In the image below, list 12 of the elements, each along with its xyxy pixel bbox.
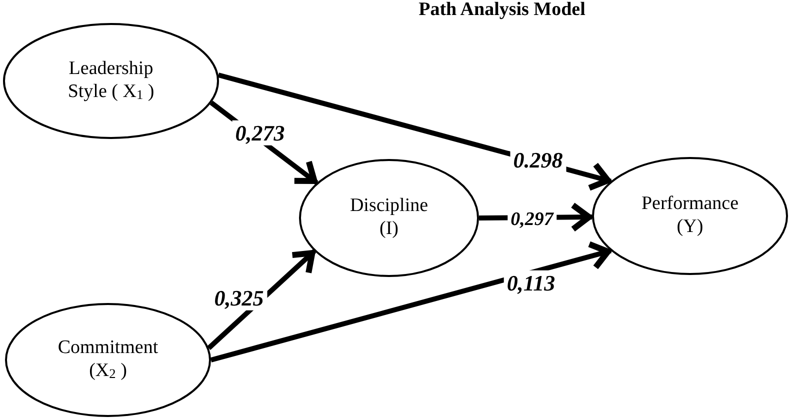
arrow bbox=[210, 241, 612, 362]
title: Path Analysis Model bbox=[418, 0, 586, 20]
ellipse-node bbox=[592, 157, 788, 275]
node-label: Discipline (I) bbox=[348, 195, 430, 241]
ellipse-node bbox=[5, 303, 211, 417]
node-label: Leadership Style ( X$_{1}$ ) bbox=[66, 58, 156, 104]
ellipse-node bbox=[3, 23, 219, 139]
node-label: Performance (Y) bbox=[640, 193, 740, 239]
ellipse-node bbox=[299, 159, 479, 277]
arrow bbox=[207, 249, 316, 350]
edge-label: 0,297 bbox=[508, 209, 556, 231]
node-label: Commitment (X$_{2}$ ) bbox=[56, 337, 160, 383]
